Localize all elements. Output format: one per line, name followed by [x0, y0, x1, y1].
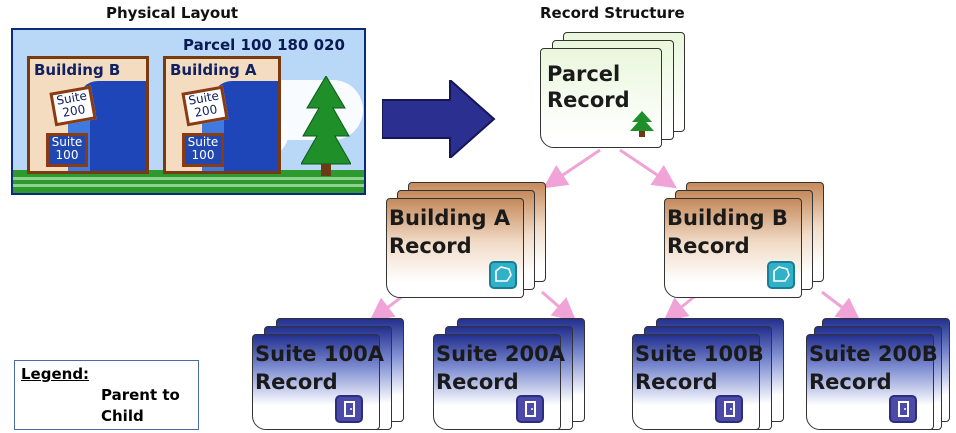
parcel-record-card[interactable]: Parcel Record [540, 48, 662, 148]
building-b-illustration: Building B Suite 200 Suite 100 [27, 56, 149, 174]
legend-title: Legend: [21, 365, 90, 383]
suite-100a-record-card[interactable]: Suite 100A Record [252, 334, 384, 430]
parcel-record-line1: Parcel [547, 62, 621, 86]
suite-100b-record-card[interactable]: Suite 100B Record [632, 334, 764, 430]
parcel-number-label: Parcel 100 180 020 [183, 36, 345, 54]
tree-icon [630, 111, 654, 137]
tree-icon [301, 76, 351, 176]
suite-100a-record-line1: Suite 100A [255, 342, 384, 366]
connector-parcel-to-building-a [543, 148, 601, 189]
grass [13, 170, 364, 193]
building-icon [767, 261, 795, 289]
building-a-illustration: Building A Suite 200 Suite 100 [163, 56, 281, 174]
legend-child-line: Child [101, 407, 144, 425]
legend: Legend: Parent to Child [14, 360, 199, 430]
door-icon [715, 395, 743, 423]
big-right-arrow-icon [382, 80, 496, 158]
building-b-record-card[interactable]: Building B Record [664, 198, 802, 298]
suite-100-sign: Suite 100 [182, 133, 224, 167]
suite-200a-record-card[interactable]: Suite 200A Record [433, 334, 565, 430]
legend-parent-line: Parent to [101, 386, 180, 404]
physical-layout-panel: Parcel 100 180 020 Building B Suite 200 … [11, 28, 366, 195]
building-a-record-line2: Record [389, 234, 472, 258]
building-icon [489, 261, 517, 289]
suite-200b-record-line1: Suite 200B [809, 342, 938, 366]
building-a-label: Building A [170, 61, 257, 79]
parcel-record-line2: Record [547, 88, 630, 112]
grass-stripe [13, 177, 364, 180]
suite-200b-record-line2: Record [809, 370, 892, 394]
suite-100a-record-line2: Record [255, 370, 338, 394]
building-b-label: Building B [34, 61, 121, 79]
building-a-record-line1: Building A [389, 206, 511, 230]
physical-layout-title: Physical Layout [106, 4, 239, 22]
suite-200a-record-line2: Record [436, 370, 519, 394]
building-b-record-line2: Record [667, 234, 750, 258]
record-structure-title: Record Structure [540, 4, 685, 22]
suite-100-sign: Suite 100 [46, 133, 88, 167]
suite-100b-record-line2: Record [635, 370, 718, 394]
grass-stripe [13, 184, 364, 187]
suite-200a-record-line1: Suite 200A [436, 342, 565, 366]
suite-200b-record-card[interactable]: Suite 200B Record [806, 334, 938, 430]
building-a-record-card[interactable]: Building A Record [386, 198, 524, 298]
connector-building-b-to-suite-200b [821, 290, 861, 322]
connector-parcel-to-building-b [619, 148, 677, 189]
building-b-record-line1: Building B [667, 206, 788, 230]
suite-100b-record-line1: Suite 100B [635, 342, 764, 366]
door-icon [335, 395, 363, 423]
connector-building-a-to-suite-200a [541, 290, 577, 322]
door-icon [889, 395, 917, 423]
door-icon [516, 395, 544, 423]
